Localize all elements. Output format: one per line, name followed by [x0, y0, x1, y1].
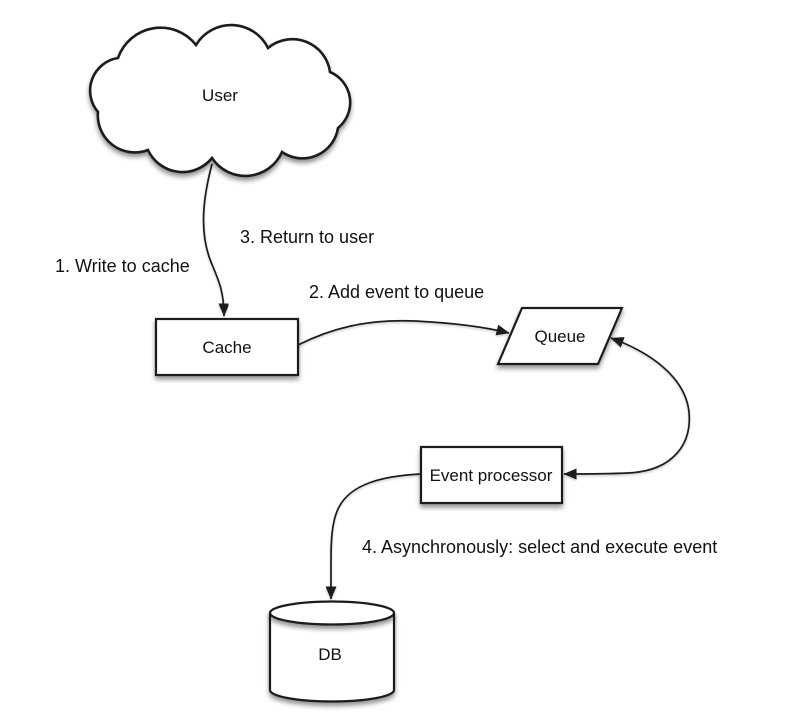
arrow-queue-event-processor — [563, 337, 691, 480]
arrow-event-processor-to-db — [325, 473, 422, 600]
node-cache: Cache — [154, 317, 300, 377]
node-event-processor: Event processor — [419, 445, 564, 505]
node-user: User — [88, 23, 352, 178]
node-db: DB — [268, 600, 396, 703]
label-step-1: 1. Write to cache — [55, 256, 190, 276]
db-label: DB — [318, 645, 342, 664]
db-cylinder-top — [268, 600, 396, 626]
cache-label: Cache — [202, 338, 251, 357]
label-step-4: 4. Asynchronously: select and execute ev… — [362, 537, 717, 557]
queue-label: Queue — [534, 327, 585, 346]
db-cylinder-body — [268, 613, 396, 703]
label-step-3: 3. Return to user — [240, 227, 374, 247]
event-processor-box — [419, 445, 564, 505]
user-cloud-shape — [88, 23, 352, 178]
user-label: User — [202, 86, 238, 105]
event-processor-label: Event processor — [430, 466, 553, 485]
arrow-user-to-cache — [202, 163, 230, 317]
cache-box — [154, 317, 300, 377]
label-step-2: 2. Add event to queue — [309, 282, 484, 302]
node-queue: Queue — [496, 306, 624, 366]
arrow-cache-to-queue — [297, 319, 510, 346]
